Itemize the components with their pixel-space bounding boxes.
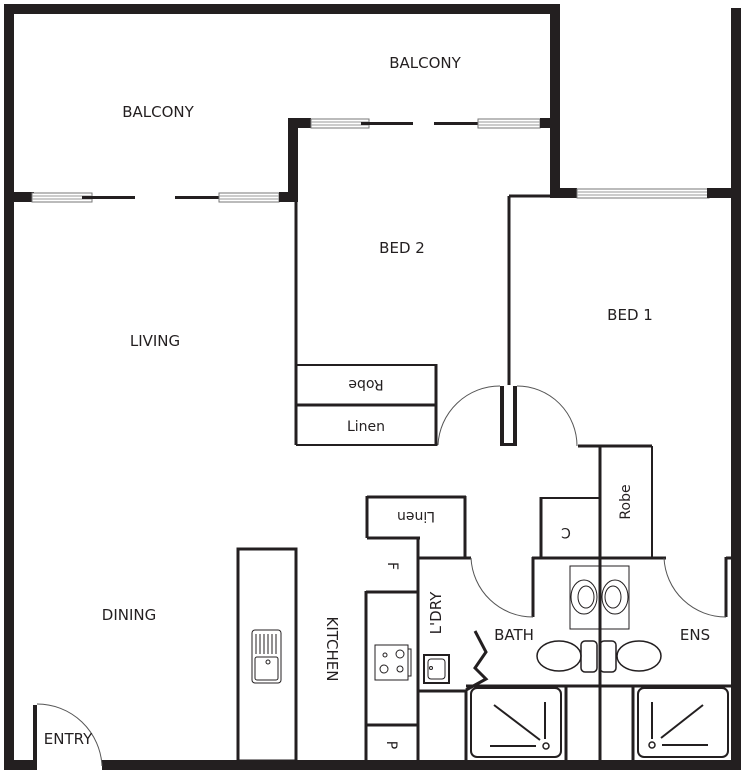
laundry-tub-icon (423, 654, 450, 684)
living-balcony-wall (14, 192, 296, 203)
shower-ensuite-icon (637, 687, 729, 758)
storage-label-robe-bed2: Robe (348, 376, 383, 392)
storage-label-linen-hall: Linen (397, 508, 435, 524)
room-label-living: LIVING (130, 332, 180, 350)
bed2-balcony-wall (288, 118, 560, 202)
exterior-walls (4, 4, 741, 770)
door-swings (36, 385, 727, 767)
basins-icon (569, 565, 630, 630)
shower-bath-icon (470, 687, 562, 758)
storage-label-linen-bed2: Linen (347, 419, 385, 435)
room-label-dining: DINING (102, 606, 156, 624)
storage-label-pantry: P (383, 741, 399, 749)
storage-label-cupboard: C (561, 524, 571, 540)
storage-label-fridge: F (384, 562, 400, 570)
room-label-ensuite: ENS (680, 626, 710, 644)
room-label-kitchen: KITCHEN (323, 617, 341, 682)
kitchen-sink-icon (251, 629, 282, 684)
room-label-entry: ENTRY (44, 730, 93, 748)
cooktop-icon (374, 644, 412, 681)
room-label-bed1: BED 1 (607, 306, 653, 324)
room-label-laundry: L'DRY (427, 591, 445, 634)
storage-label-robe-bed1: Robe (618, 484, 634, 519)
toilets-icon (536, 640, 662, 673)
room-label-balcony-right: BALCONY (389, 54, 461, 72)
room-label-bed2: BED 2 (379, 239, 425, 257)
room-label-bath: BATH (494, 626, 534, 644)
interior-walls (236, 194, 732, 770)
room-label-balcony-left: BALCONY (122, 103, 194, 121)
bed1-window-wall (550, 188, 733, 199)
